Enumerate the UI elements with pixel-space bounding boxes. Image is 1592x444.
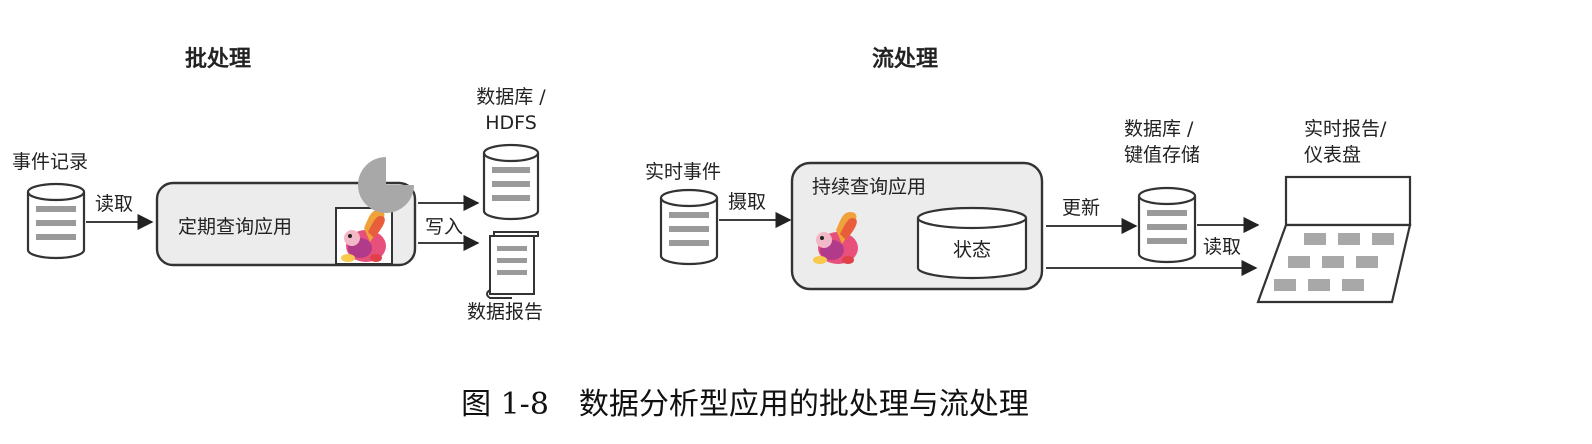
batch-source-label: 事件记录 <box>12 151 88 173</box>
dashboard-laptop-icon <box>1256 175 1412 304</box>
figure-caption: 图 1-8 数据分析型应用的批处理与流处理 <box>461 387 1029 422</box>
batch-read-label: 读取 <box>95 193 133 215</box>
batch-app-label: 定期查询应用 <box>178 216 292 238</box>
database-icon <box>482 143 540 221</box>
flink-squirrel-icon <box>335 207 393 265</box>
state-label: 状态 <box>953 239 991 261</box>
timer-icon <box>358 157 414 213</box>
database-icon <box>1137 186 1197 264</box>
stream-dashboard-label-1: 实时报告/ <box>1304 118 1387 140</box>
stream-title: 流处理 <box>872 46 938 72</box>
batch-write-label: 写入 <box>425 216 463 238</box>
stream-ingest-label: 摄取 <box>728 191 766 213</box>
stream-app-label: 持续查询应用 <box>812 176 926 198</box>
stream-source-label: 实时事件 <box>645 161 721 183</box>
report-scroll-icon <box>486 231 539 299</box>
stream-read-label: 读取 <box>1203 236 1241 258</box>
batch-report-label: 数据报告 <box>467 301 543 323</box>
stream-db-label-2: 键值存储 <box>1124 144 1200 166</box>
database-icon <box>659 188 719 266</box>
batch-db-label-1: 数据库 / <box>476 86 546 108</box>
batch-title: 批处理 <box>185 46 251 72</box>
state-store: 状态 <box>916 206 1028 280</box>
database-icon <box>26 182 86 260</box>
stream-update-label: 更新 <box>1062 197 1100 219</box>
batch-db-label-2: HDFS <box>485 112 537 134</box>
stream-dashboard-label-2: 仪表盘 <box>1304 144 1361 166</box>
stream-db-label-1: 数据库 / <box>1124 118 1194 140</box>
